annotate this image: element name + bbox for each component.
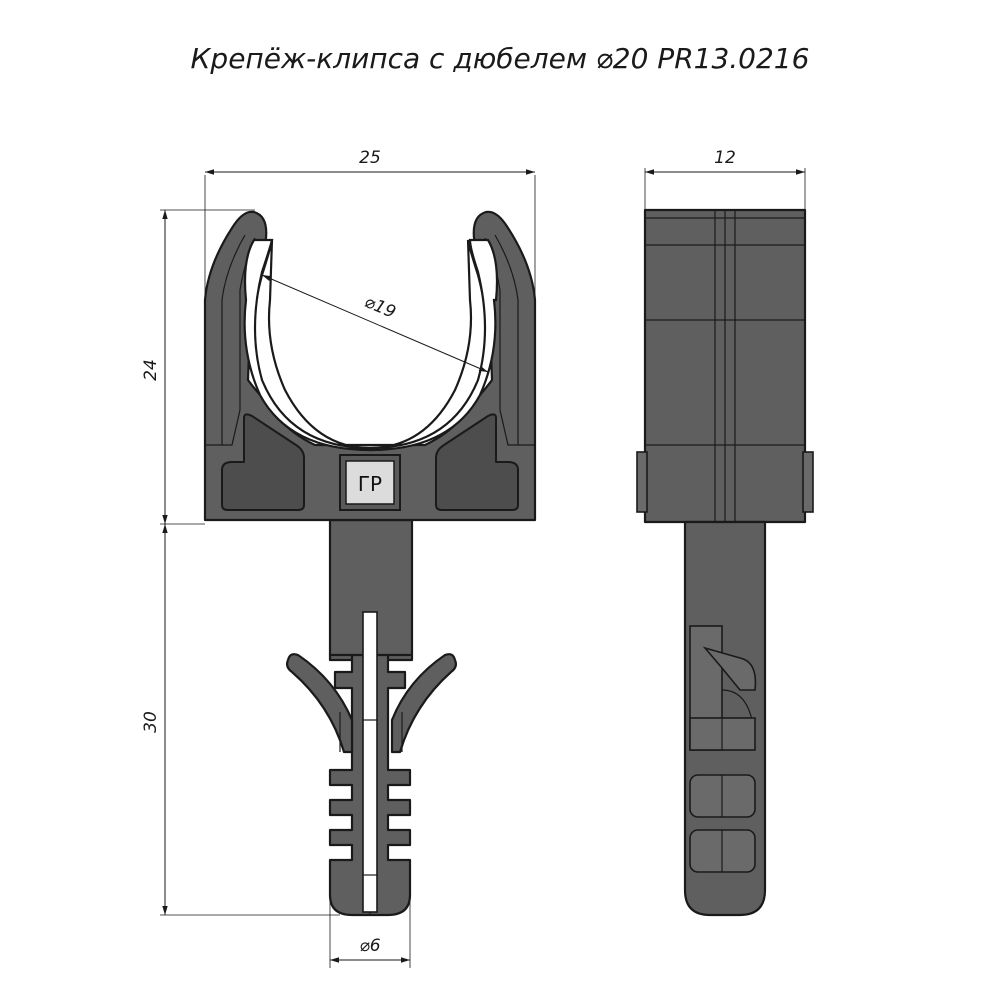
side-view	[636, 208, 814, 917]
dim-height-clip: 24	[141, 359, 161, 381]
front-view: ГР	[203, 210, 537, 917]
logo-text: ГР	[358, 472, 382, 496]
side-tab-right	[802, 451, 814, 513]
dim-dowel-diameter: ⌀6	[359, 936, 380, 956]
dim-hole-diameter: ⌀19	[361, 292, 398, 323]
dim-width-front: 25	[359, 148, 381, 168]
clip-window-right	[435, 413, 519, 511]
pipe-hole	[250, 239, 490, 450]
pipe-hole-outline	[243, 238, 499, 452]
dowel-wing-right	[390, 653, 457, 754]
dim-width-side: 12	[714, 148, 736, 168]
dowel-wing-left	[286, 653, 354, 754]
clip-window-left	[221, 413, 305, 511]
logo-inner	[345, 460, 395, 505]
drawing-title: Крепёж-клипса с дюбелем ⌀20 PR13.0216	[191, 42, 810, 75]
dowel-slit	[362, 611, 378, 913]
dimensions: 25 12 24 30 ⌀19 ⌀6	[141, 148, 806, 968]
dim-height-dowel: 30	[141, 711, 161, 733]
side-tab-left	[636, 451, 648, 513]
